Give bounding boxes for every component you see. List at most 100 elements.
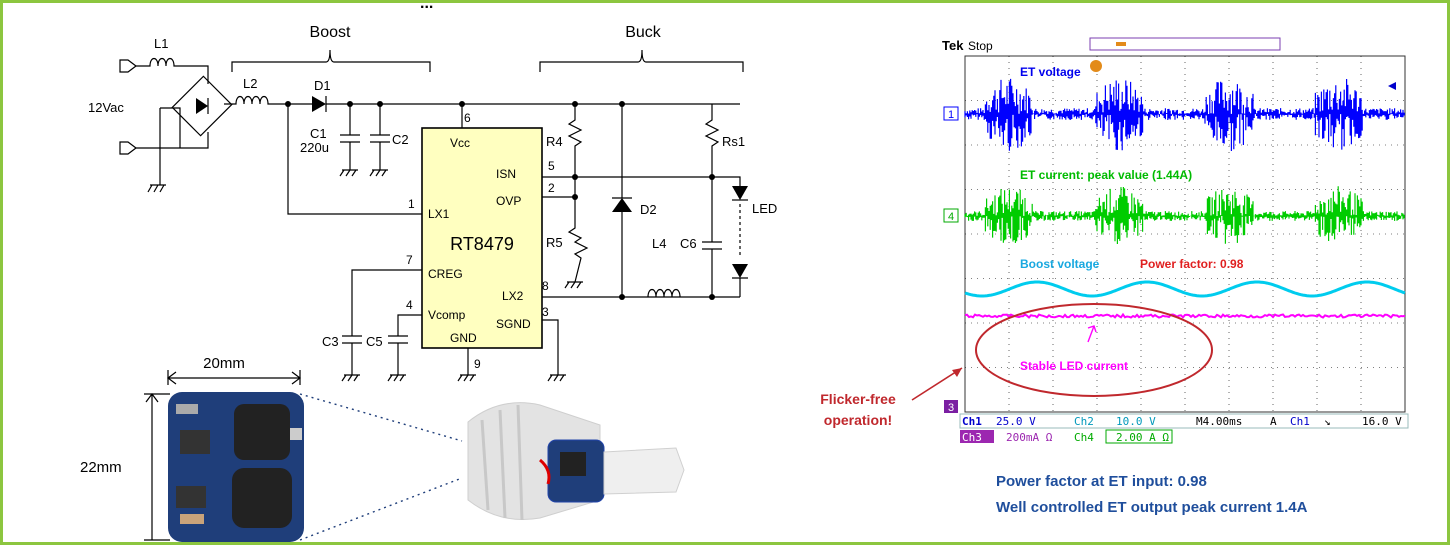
led-bottom	[732, 264, 748, 278]
svg-text:7: 7	[406, 253, 413, 267]
svg-text:25.0 V: 25.0 V	[996, 415, 1036, 428]
svg-text:A: A	[1270, 415, 1277, 428]
callout-line2: operation!	[824, 412, 892, 428]
svg-text:16.0 V: 16.0 V	[1362, 415, 1402, 428]
c6-label: C6	[680, 236, 697, 251]
c2-label: C2	[392, 132, 409, 147]
svg-text:1: 1	[408, 197, 415, 211]
scope-traces	[964, 78, 1406, 319]
scope-brand: Tek	[942, 38, 964, 53]
et-current-trace	[964, 186, 1405, 244]
buck-label: Buck	[625, 24, 662, 41]
c1-label: C1	[310, 126, 327, 141]
svg-text:6: 6	[464, 111, 471, 125]
d2-label: D2	[640, 202, 657, 217]
capacitor-c2	[370, 104, 390, 170]
ch4-marker: 4	[948, 211, 954, 223]
led-current-trace	[964, 312, 1406, 319]
ic-label: RT8479	[450, 234, 514, 254]
bulb-base	[603, 447, 685, 495]
svg-text:Ch3: Ch3	[962, 431, 982, 444]
inductor-l2	[224, 95, 312, 105]
buck-brace	[539, 49, 744, 72]
boost-voltage-trace	[964, 280, 1406, 298]
inductor-l4	[647, 288, 681, 298]
led-current-label: Stable LED current	[1020, 359, 1128, 373]
svg-text:10.0 V: 10.0 V	[1116, 415, 1156, 428]
svg-text:2.00 A Ω: 2.00 A Ω	[1116, 431, 1169, 444]
note-peak-current: Well controlled ET output peak current 1…	[996, 499, 1308, 516]
diode-d1	[312, 96, 326, 112]
ch3-marker: 3	[948, 402, 954, 414]
input-voltage-label: 12Vac	[88, 100, 124, 115]
pin-lx2: LX2	[502, 289, 524, 303]
capacitor-c6	[702, 177, 722, 297]
scope-readout: Ch1 25.0 V Ch2 10.0 V M4.00ms A Ch1 ↘ 16…	[959, 413, 1409, 444]
rs1-label: Rs1	[722, 134, 745, 149]
oscilloscope-screenshot: Tek Stop 1 4 3 ET voltage ET current: pe…	[940, 36, 1414, 446]
pin-lx1: LX1	[428, 207, 450, 221]
title-fragment: ...	[420, 0, 433, 12]
ch1-marker: 1	[948, 109, 954, 121]
svg-text:200mA Ω: 200mA Ω	[1006, 431, 1053, 444]
svg-text:↘: ↘	[1324, 415, 1331, 428]
bridge-rectifier	[171, 75, 233, 137]
svg-text:3: 3	[542, 305, 549, 319]
resistor-rs1	[704, 104, 720, 177]
diode-d2	[612, 198, 632, 212]
et-voltage-trace	[964, 78, 1405, 151]
svg-text:C5: C5	[366, 334, 383, 349]
svg-text:5: 5	[548, 159, 555, 173]
pin-creg: CREG	[428, 267, 463, 281]
board-width-dimension	[167, 371, 301, 385]
d1-label: D1	[314, 78, 331, 93]
pin-ovp: OVP	[496, 194, 521, 208]
r5-label: R5	[546, 235, 563, 250]
pin-gnd: GND	[450, 331, 477, 345]
stable-current-ellipse	[975, 303, 1213, 397]
svg-text:Ch2: Ch2	[1074, 415, 1094, 428]
pin-vcomp: Vcomp	[428, 308, 466, 322]
l1-label: L1	[154, 36, 168, 51]
capacitor-c1	[340, 104, 360, 170]
pin-sgnd: SGND	[496, 317, 531, 331]
board-photo: 20mm 22mm	[80, 355, 685, 542]
svg-text:Ch1: Ch1	[1290, 415, 1310, 428]
l2-label: L2	[243, 76, 257, 91]
led-label: LED	[752, 201, 777, 216]
board-height-label: 22mm	[80, 459, 122, 476]
svg-text:9: 9	[474, 357, 481, 371]
svg-text:2: 2	[548, 181, 555, 195]
boost-label: Boost	[310, 24, 351, 41]
pin-vcc: Vcc	[450, 136, 470, 150]
ground-symbol	[147, 184, 166, 193]
board-width-label: 20mm	[203, 355, 245, 372]
c1-value: 220u	[300, 140, 329, 155]
capacitor-c5	[388, 335, 408, 375]
boost-brace	[231, 49, 431, 72]
l4-label: L4	[652, 236, 666, 251]
pin-isn: ISN	[496, 167, 516, 181]
et-current-label: ET current: peak value (1.44A)	[1020, 168, 1192, 182]
inductor-l1	[136, 57, 209, 84]
capacitor-c3	[342, 335, 362, 375]
scope-status: Stop	[968, 39, 993, 53]
power-factor-label: Power factor: 0.98	[1140, 257, 1244, 271]
board-height-dimension	[144, 393, 170, 541]
input-terminal-top	[119, 59, 137, 73]
note-power-factor: Power factor at ET input: 0.98	[996, 473, 1207, 490]
input-terminal-bottom	[119, 141, 137, 155]
boost-voltage-label: Boost voltage	[1020, 257, 1100, 271]
rt8479-ic	[421, 127, 543, 349]
resistor-divider	[567, 104, 589, 283]
svg-text:C3: C3	[322, 334, 339, 349]
et-voltage-label: ET voltage	[1020, 65, 1081, 79]
r4-label: R4	[546, 134, 563, 149]
svg-text:8: 8	[542, 279, 549, 293]
svg-text:Ch4: Ch4	[1074, 431, 1094, 444]
svg-text:M4.00ms: M4.00ms	[1196, 415, 1242, 428]
svg-text:Ch1: Ch1	[962, 415, 982, 428]
callout-line1: Flicker-free	[820, 391, 896, 407]
